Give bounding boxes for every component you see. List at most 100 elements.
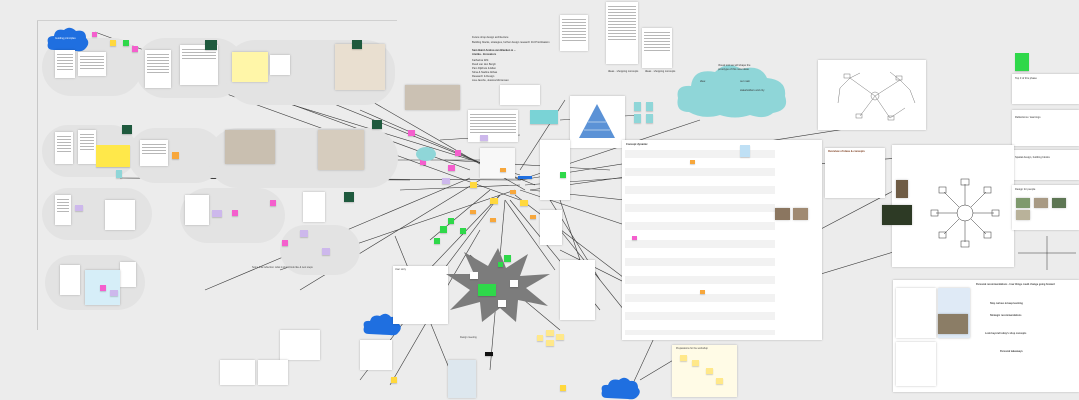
sticky-orange-hub-4[interactable] — [490, 218, 496, 222]
sticky-yellow-hub-1[interactable] — [490, 198, 498, 204]
sticky-yellow-hub-2[interactable] — [520, 200, 528, 206]
sticky-green-bright[interactable] — [1015, 53, 1029, 71]
doc-card-bottom-1[interactable] — [280, 330, 320, 360]
sticky-yellow-1[interactable] — [110, 40, 116, 46]
sticky-purple-3[interactable] — [110, 290, 118, 296]
design-photo-4[interactable] — [1052, 198, 1066, 208]
sticky-pink-5[interactable] — [232, 210, 238, 216]
yellow-frame-note-4[interactable] — [716, 378, 723, 384]
recommendation-photo[interactable] — [938, 314, 968, 334]
sticky-black-small[interactable] — [485, 352, 493, 356]
doc-card-3[interactable] — [145, 50, 171, 88]
sticky-orange-hub-2[interactable] — [510, 190, 516, 194]
sticky-purple-2[interactable] — [322, 248, 330, 255]
concept-pink-1[interactable] — [632, 236, 637, 240]
sticky-green-hub-3[interactable] — [460, 228, 466, 234]
sticky-purple-hub-2[interactable] — [480, 135, 488, 141]
doc-card-bottom-4[interactable] — [360, 340, 392, 370]
radial-photo-2[interactable] — [882, 205, 912, 225]
sticky-orange-hub-1[interactable] — [500, 168, 506, 172]
yellow-frame-note-3[interactable] — [706, 368, 713, 374]
yellow-frame-note-1[interactable] — [680, 355, 687, 361]
sticky-dark-green-3[interactable] — [122, 125, 132, 134]
sticky-white-star-1[interactable] — [470, 272, 478, 279]
sticky-white-star-3[interactable] — [498, 300, 506, 307]
concept-orange-1[interactable] — [690, 160, 695, 164]
doc-center-2[interactable] — [500, 85, 540, 105]
doc-center-1[interactable] — [468, 110, 518, 142]
sticky-teal-pyramid-3[interactable] — [634, 114, 641, 123]
sidebar-note-1[interactable] — [1012, 74, 1079, 104]
top-doc-2[interactable] — [606, 2, 638, 64]
radial-photo-1[interactable] — [896, 180, 908, 198]
doc-card-6[interactable] — [270, 55, 290, 75]
overview-frame[interactable] — [825, 148, 885, 198]
sticky-green-hub-6[interactable] — [560, 172, 566, 178]
sticky-pink-hub-1[interactable] — [455, 150, 461, 156]
concept-photo-2[interactable] — [793, 208, 808, 220]
sticky-purple-5[interactable] — [212, 210, 222, 217]
photo-grid-2[interactable] — [225, 130, 275, 164]
photo-grid-1[interactable] — [335, 44, 385, 90]
sticky-white-star-2[interactable] — [510, 280, 518, 287]
doc-card-bottom-2[interactable] — [220, 360, 255, 385]
top-doc-1[interactable] — [560, 15, 588, 51]
concept-orange-2[interactable] — [700, 290, 705, 294]
sticky-pink-1[interactable] — [92, 32, 97, 37]
teal-bubble[interactable] — [415, 146, 437, 162]
doc-card-4[interactable] — [180, 45, 218, 85]
sticky-green-hub-1[interactable] — [440, 226, 447, 233]
cloud-bottom-center[interactable] — [600, 376, 642, 400]
doc-card-14[interactable] — [60, 265, 80, 295]
sticky-purple-hub-1[interactable] — [442, 178, 450, 184]
sticky-orange-1[interactable] — [172, 152, 179, 159]
sticky-yellow-bottom-4[interactable] — [537, 335, 543, 341]
teal-cloud-shape[interactable] — [675, 60, 790, 120]
sticky-dark-green-5[interactable] — [344, 192, 354, 202]
sticky-yellow-bottom-3[interactable] — [546, 340, 554, 346]
doc-card-1[interactable] — [55, 50, 75, 78]
sticky-orange-hub-3[interactable] — [470, 210, 476, 214]
sticky-yellow-hub-3[interactable] — [470, 182, 477, 188]
yellow-frame-note-2[interactable] — [692, 360, 699, 366]
cloud-bottom-left[interactable] — [362, 312, 402, 338]
doc-card-15[interactable] — [120, 262, 136, 287]
sticky-yellow-bottom-1[interactable] — [546, 330, 554, 336]
sidebar-note-2[interactable] — [1012, 110, 1079, 146]
sticky-teal-pyramid-4[interactable] — [646, 114, 653, 123]
design-photo-2[interactable] — [1034, 198, 1048, 208]
doc-card-13[interactable] — [303, 192, 325, 222]
radial-diagram-frame[interactable] — [892, 145, 1014, 267]
mid-doc-frame[interactable] — [540, 210, 562, 245]
flow-doc-frame[interactable] — [393, 266, 448, 324]
doc-card-12[interactable] — [185, 195, 209, 225]
sticky-pink-hub-3[interactable] — [408, 130, 415, 136]
recommendation-card-3[interactable] — [896, 342, 936, 386]
sticky-dark-green-4[interactable] — [372, 120, 382, 129]
doc-card-bottom-3[interactable] — [258, 360, 288, 385]
yellow-notes-frame[interactable] — [672, 345, 737, 397]
sticky-green-hub-4[interactable] — [434, 238, 440, 244]
sticky-pink-6[interactable] — [132, 46, 138, 52]
recommendation-card-1[interactable] — [896, 288, 936, 338]
sticky-green-hub-2[interactable] — [448, 218, 454, 224]
photo-center-1[interactable] — [405, 85, 460, 110]
timeline-doc-frame[interactable] — [560, 260, 595, 320]
sticky-teal-pyramid-2[interactable] — [646, 102, 653, 111]
starburst-shape[interactable] — [446, 248, 551, 323]
design-photo-1[interactable] — [1016, 198, 1030, 208]
doc-card-8[interactable] — [78, 130, 96, 164]
sticky-green-star-2[interactable] — [498, 262, 503, 267]
sticky-teal-1[interactable] — [116, 170, 122, 178]
sticky-pink-2[interactable] — [270, 200, 276, 206]
sticky-purple-4[interactable] — [75, 205, 83, 211]
doc-card-9[interactable] — [140, 140, 168, 166]
design-photo-3[interactable] — [1016, 210, 1030, 220]
sticky-teal-box[interactable] — [530, 110, 558, 124]
sticky-pink-3[interactable] — [282, 240, 288, 246]
mindmap-frame[interactable] — [818, 60, 926, 130]
sticky-blue-hub[interactable] — [518, 176, 532, 179]
hub-frame[interactable] — [540, 140, 570, 200]
doc-card-5[interactable] — [232, 52, 268, 82]
